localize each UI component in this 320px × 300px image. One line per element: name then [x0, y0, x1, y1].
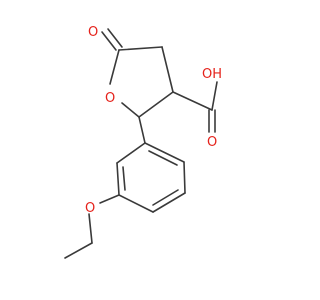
molecule-structure: O O OH O O: [64, 25, 222, 259]
bond-ch2-ch3: [64, 242, 93, 259]
bond-ar-oether: [99, 194, 120, 204]
structure-canvas: O O OH O O: [64, 25, 222, 259]
bond-ar-inner-1: [148, 150, 178, 166]
bond-c5-o-double-a: [101, 31, 117, 51]
bond-ar2-ar3: [183, 161, 186, 194]
bond-c5-o-double-b: [107, 28, 123, 48]
bond-c5-o1: [109, 49, 120, 85]
carbonyl-oxygen-label: O: [88, 25, 98, 40]
bond-ar1-ar2: [144, 142, 185, 163]
bond-c3-c2: [138, 91, 174, 118]
bond-ar6-ar1: [116, 142, 146, 164]
bond-ar4-ar5: [118, 194, 154, 213]
hydroxyl-label: OH: [202, 67, 222, 82]
bond-c4-c3: [161, 46, 174, 93]
ring-oxygen-label: O: [105, 91, 115, 106]
bond-ar-inner-2: [152, 189, 179, 206]
bond-ar3-ar4: [152, 192, 186, 213]
bond-ar-inner-3: [122, 166, 126, 191]
bond-oether-ch2: [88, 213, 93, 244]
bond-c5-c4: [118, 46, 163, 51]
bond-c3-cacid: [172, 91, 213, 111]
ether-oxygen-label: O: [85, 201, 95, 216]
acid-carbonyl-oxygen-label: O: [207, 135, 217, 150]
bond-c2-phenyl: [138, 116, 146, 144]
bond-ar5-ar6: [116, 162, 120, 196]
bond-c2-o1: [121, 102, 140, 118]
bond-cacid-oh: [211, 81, 218, 111]
